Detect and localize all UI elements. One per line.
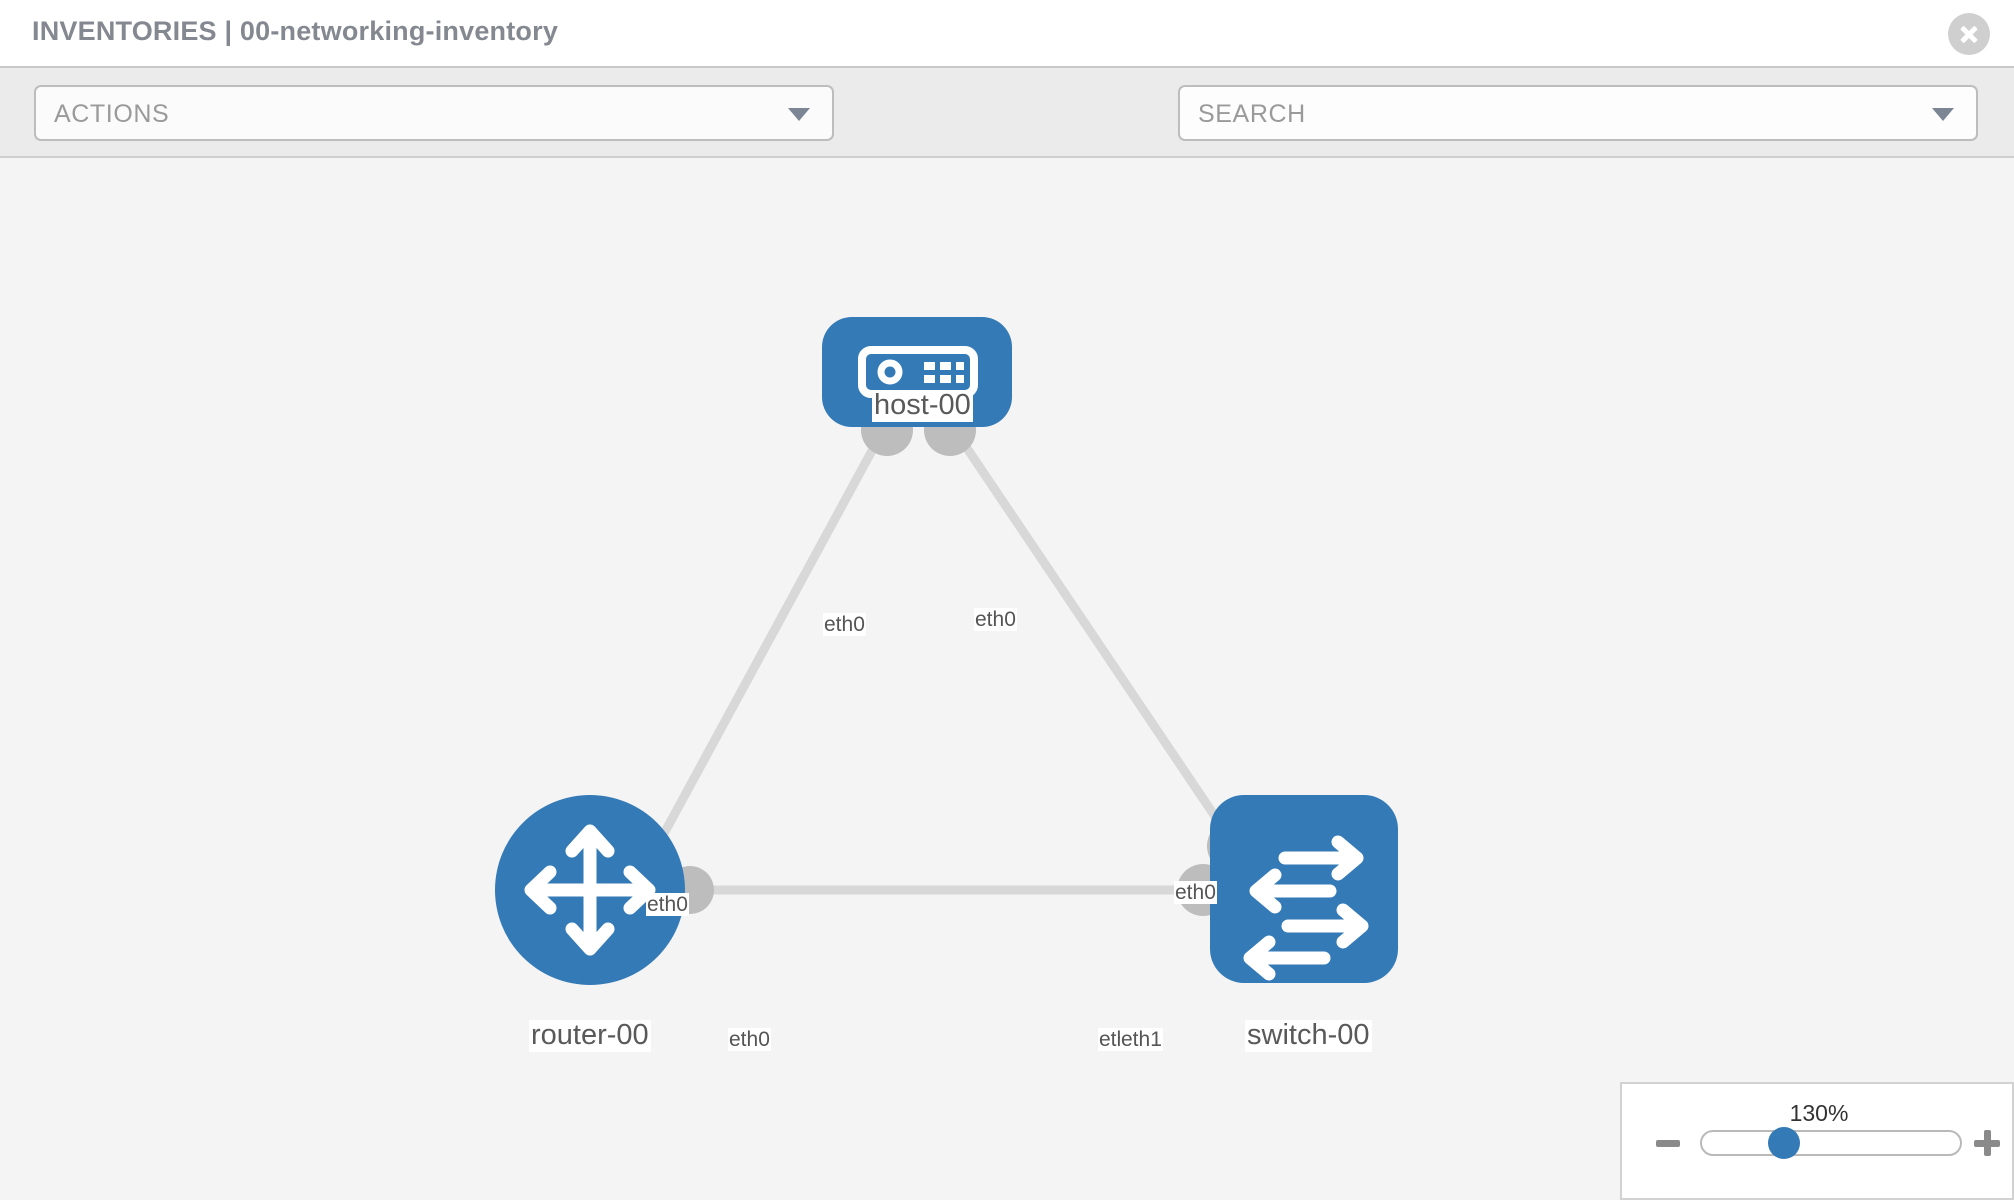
node-label-switch-00: switch-00 bbox=[1245, 1019, 1372, 1052]
search-placeholder: SEARCH bbox=[1198, 100, 1306, 128]
zoom-control-panel: 130% bbox=[1620, 1082, 2014, 1200]
topology-canvas[interactable]: host-00 router-00 switch-00 eth0 eth0 et… bbox=[0, 158, 2014, 1200]
plus-icon[interactable] bbox=[1974, 1130, 2000, 1156]
chevron-down-icon bbox=[1932, 108, 1954, 121]
topology-graph bbox=[495, 317, 1398, 985]
link-host-router bbox=[644, 420, 891, 866]
zoom-slider-thumb[interactable] bbox=[1768, 1127, 1800, 1159]
edge-label-router-switch-left: eth0 bbox=[728, 1028, 771, 1052]
close-icon[interactable] bbox=[1948, 13, 1990, 55]
node-label-host-00: host-00 bbox=[872, 389, 973, 422]
page-header: INVENTORIES | 00-networking-inventory bbox=[0, 0, 2014, 68]
node-switch-00 bbox=[1210, 795, 1398, 983]
switch-arrows-icon bbox=[1243, 835, 1369, 981]
node-label-router-00: router-00 bbox=[529, 1019, 651, 1052]
edge-label-router-switch-right-b: eth1 bbox=[1120, 1028, 1163, 1052]
chevron-down-icon bbox=[788, 108, 810, 121]
router-arrows-icon bbox=[524, 824, 656, 956]
page-title: INVENTORIES | 00-networking-inventory bbox=[32, 16, 559, 46]
zoom-slider[interactable] bbox=[1700, 1130, 1962, 1156]
node-router-00 bbox=[495, 795, 685, 985]
actions-dropdown-label: ACTIONS bbox=[54, 100, 170, 128]
edge-label-router-host: eth0 bbox=[646, 893, 689, 917]
edge-label-switch-host: eth0 bbox=[1174, 881, 1217, 905]
link-host-switch bbox=[946, 420, 1247, 861]
minus-icon[interactable] bbox=[1656, 1140, 1680, 1147]
edge-label-host-router-near: eth0 bbox=[823, 613, 866, 637]
edge-label-host-switch-near: eth0 bbox=[974, 608, 1017, 632]
toolbar: ACTIONS SEARCH bbox=[0, 68, 2014, 197]
actions-dropdown[interactable]: ACTIONS bbox=[34, 85, 834, 141]
search-input[interactable]: SEARCH bbox=[1178, 85, 1978, 141]
zoom-level-value: 130% bbox=[1789, 1100, 1849, 1126]
